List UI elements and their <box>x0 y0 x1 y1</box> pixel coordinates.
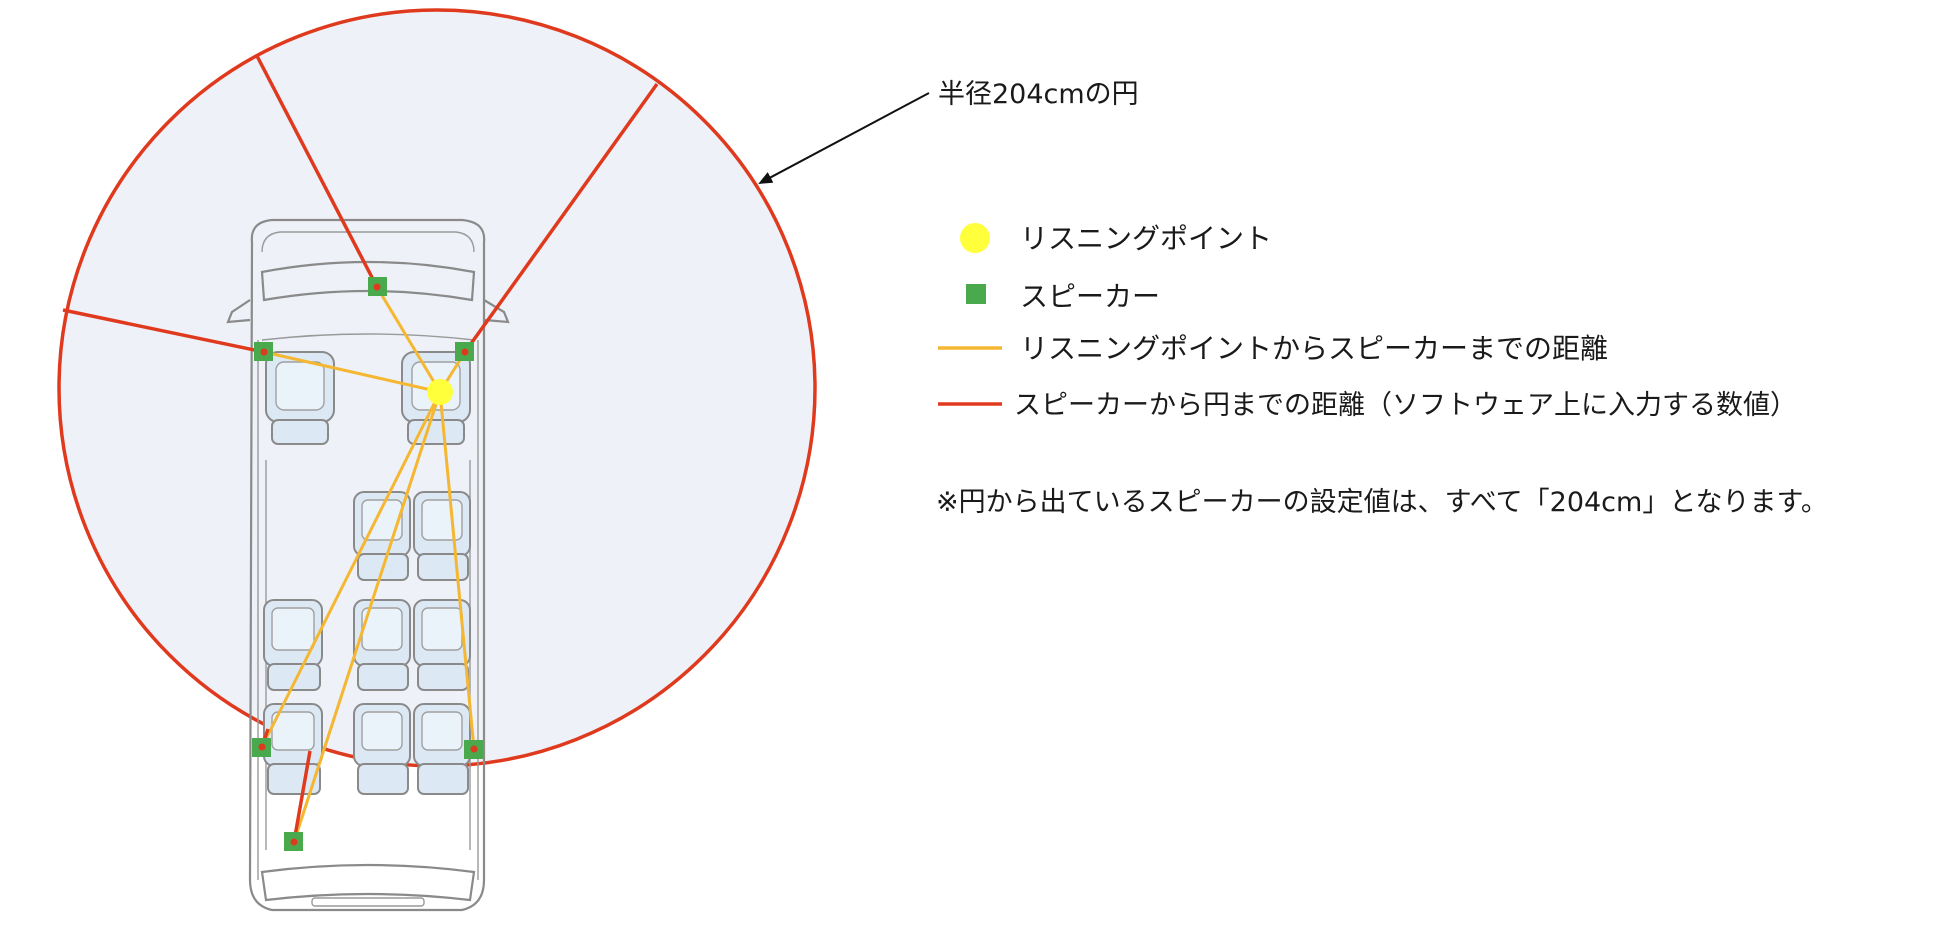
front-seat-left <box>265 351 335 445</box>
listening-line-rear-right <box>438 391 476 750</box>
listening-line-rear-center <box>292 391 442 843</box>
radius-line-rear-center <box>292 750 312 843</box>
listening-point-icon <box>427 379 453 405</box>
note-text: ※円から出ているスピーカーの設定値は、すべて「204cm」となります。 <box>936 487 1828 518</box>
listening-line-front-center <box>375 286 442 393</box>
legend-item-listening-point: リスニングポイント <box>960 222 1272 255</box>
arrow-icon <box>758 92 930 184</box>
speaker-icon <box>966 284 986 304</box>
legend-label: リスニングポイント <box>1020 222 1272 255</box>
listening-point-icon <box>960 223 990 253</box>
radius-lines <box>62 55 659 843</box>
radius-line-front-right <box>463 82 659 354</box>
speaker-dots <box>258 283 478 846</box>
radius-line-front-center <box>255 55 379 288</box>
legend-label: スピーカーから円までの距離（ソフトウェア上に入力する数値） <box>1014 390 1797 421</box>
circle-label: 半径204cmの円 <box>938 79 1139 110</box>
legend-item-speaker: スピーカー <box>966 280 1160 313</box>
listening-line-front-left <box>263 350 441 394</box>
legend-label: スピーカー <box>1020 280 1160 313</box>
seat-row-4 <box>263 703 471 795</box>
legend-item-listening-distance: リスニングポイントからスピーカーまでの距離 <box>938 332 1608 365</box>
legend: リスニングポイント スピーカー リスニングポイントからスピーカーまでの距離 スピ… <box>938 222 1797 421</box>
listening-line-rear-left <box>260 391 442 748</box>
radius-line-front-left <box>62 308 265 354</box>
legend-label: リスニングポイントからスピーカーまでの距離 <box>1020 332 1608 365</box>
legend-item-radius-distance: スピーカーから円までの距離（ソフトウェア上に入力する数値） <box>938 390 1797 421</box>
